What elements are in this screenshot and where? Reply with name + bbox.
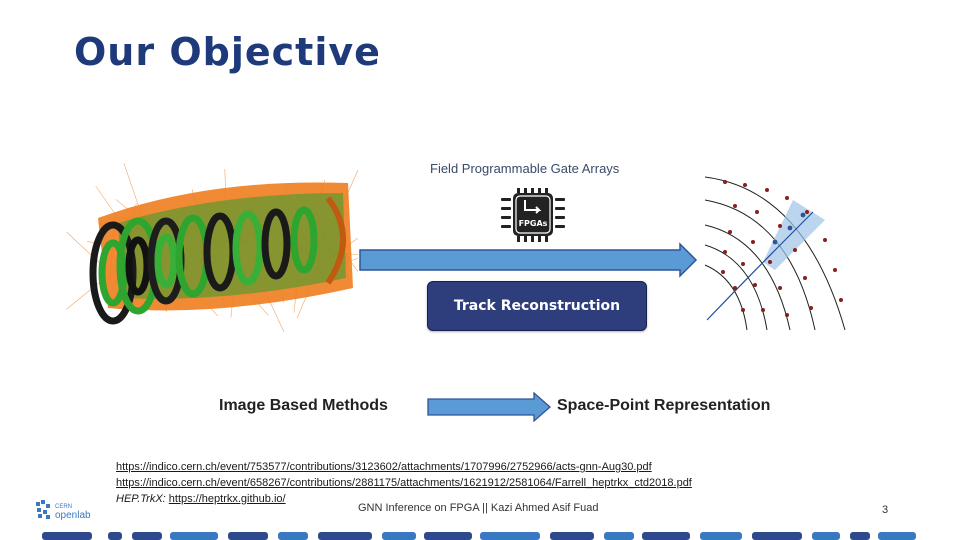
logo-top-text: CERN (55, 504, 72, 510)
reference-link-2[interactable]: https://indico.cern.ch/event/658267/cont… (116, 477, 692, 489)
fpga-label: Field Programmable Gate Arrays (430, 161, 620, 176)
slide-title: Our Objective (74, 30, 381, 74)
decorative-bottom-bar (42, 532, 916, 540)
fpga-chip-icon: FPGAs (501, 188, 565, 242)
slide-footer: GNN Inference on FPGA || Kazi Ahmed Asif… (358, 502, 599, 514)
reference-heptrkx-link[interactable]: https://heptrkx.github.io/ (168, 493, 286, 505)
detector-image (58, 158, 358, 344)
page-number: 3 (882, 504, 889, 516)
image-based-methods-label: Image Based Methods (219, 397, 388, 414)
fpga-chip-text: FPGAs (519, 219, 548, 228)
cern-openlab-logo: CERN openlab (36, 500, 91, 521)
reference-heptrkx-prefix: HEP.TrkX: (116, 493, 169, 505)
track-reconstruction-button[interactable]: Track Reconstruction (427, 281, 647, 331)
reference-link-2-text[interactable]: https://indico.cern.ch/event/658267/cont… (116, 477, 692, 489)
logo-bottom-text: openlab (55, 510, 91, 521)
pipeline-arrow (359, 242, 698, 278)
reference-link-1[interactable]: https://indico.cern.ch/event/753577/cont… (116, 461, 652, 473)
reference-heptrkx: HEP.TrkX: https://heptrkx.github.io/ (116, 493, 286, 505)
space-point-representation-label: Space-Point Representation (557, 397, 771, 414)
reference-link-1-text[interactable]: https://indico.cern.ch/event/753577/cont… (116, 461, 652, 473)
transition-arrow (427, 392, 551, 422)
space-point-figure (704, 176, 846, 331)
